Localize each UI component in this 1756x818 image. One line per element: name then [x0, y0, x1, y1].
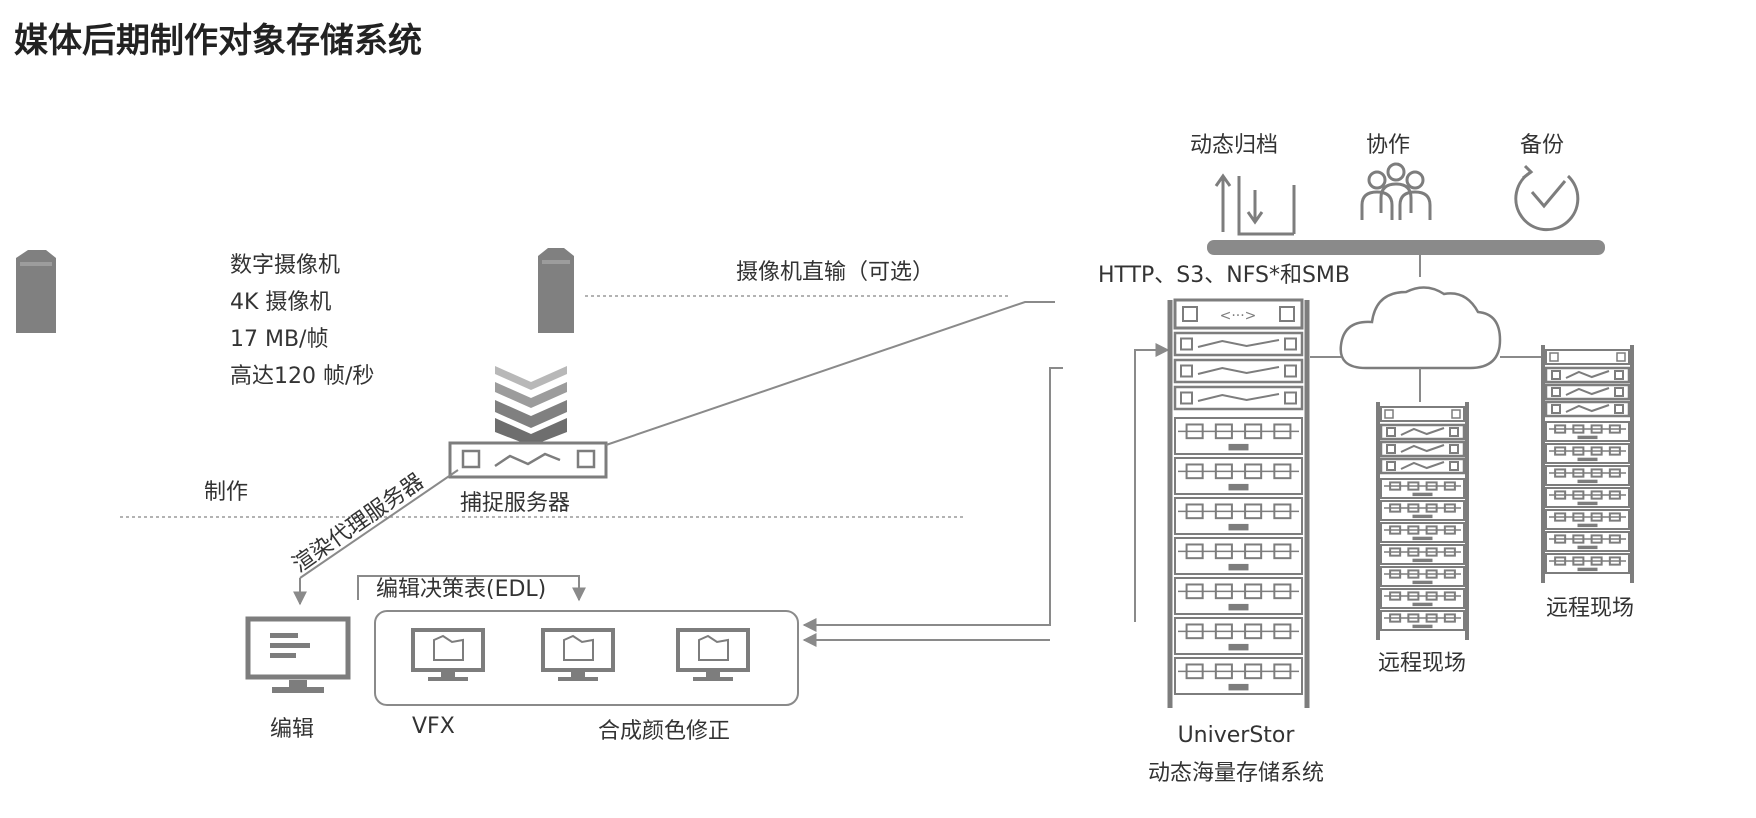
edl-arrow: [357, 575, 586, 602]
color-correction-monitor-icon: [676, 628, 750, 681]
editing-monitor-icon: [245, 616, 351, 693]
editing-label: 编辑: [270, 717, 314, 742]
camera-specs: 数字摄像机 4K 摄像机 17 MB/帧 高达120 帧/秒: [230, 253, 374, 389]
capture-server-icon: [448, 441, 608, 479]
service-archive-label: 动态归档: [1190, 133, 1278, 158]
proxy-line: [299, 469, 459, 579]
storage-name-label: UniverStor: [1178, 723, 1296, 748]
upload-arrow: [1134, 343, 1170, 622]
protocols-label: HTTP、S3、NFS*和SMB: [1098, 263, 1350, 288]
people-icon: [1360, 162, 1432, 220]
archive-arrows-icon: [1214, 173, 1296, 236]
cloud-icon: [1339, 286, 1502, 370]
camera-icon-2: [538, 248, 574, 333]
remote-site-rack-2: [1541, 345, 1634, 583]
storage-return-arrow-1: [802, 367, 1063, 632]
svg-text:<···>: <···>: [1220, 308, 1257, 324]
page-title: 媒体后期制作对象存储系统: [14, 21, 422, 61]
compositing-monitor-icon: [541, 628, 615, 681]
storage-desc-label: 动态海量存储系统: [1148, 761, 1324, 786]
main-storage-rack: <···>: [1167, 298, 1310, 708]
remote-site-1-label: 远程现场: [1378, 651, 1466, 676]
camera-icon: [16, 250, 56, 333]
vfx-label: VFX: [412, 714, 455, 739]
direct-transfer-label: 摄像机直输（可选）: [736, 260, 934, 285]
service-collab-label: 协作: [1366, 133, 1410, 158]
compositing-label: 合成颜色修正: [598, 719, 730, 744]
capture-to-storage-line: [605, 301, 1055, 446]
remote-site-rack-1: [1376, 402, 1469, 640]
chevron-down-icon: [495, 366, 567, 446]
production-label: 制作: [204, 480, 248, 505]
service-backup-label: 备份: [1520, 133, 1564, 158]
spec-line-4: 高达120 帧/秒: [230, 364, 374, 389]
spec-line-3: 17 MB/帧: [230, 327, 328, 352]
edl-label: 编辑决策表(EDL): [376, 577, 546, 602]
remote-site-2-label: 远程现场: [1546, 596, 1634, 621]
spec-line-1: 数字摄像机: [230, 253, 340, 278]
capture-server-label: 捕捉服务器: [460, 491, 570, 516]
service-bus-bar: [1207, 240, 1605, 255]
vfx-monitor-icon: [411, 628, 485, 681]
spec-line-2: 4K 摄像机: [230, 290, 331, 315]
vfx-compositing-group: [374, 610, 799, 706]
proxy-label: 渲染代理服务器: [288, 469, 429, 578]
checkmark-circle-icon: [1514, 164, 1580, 232]
